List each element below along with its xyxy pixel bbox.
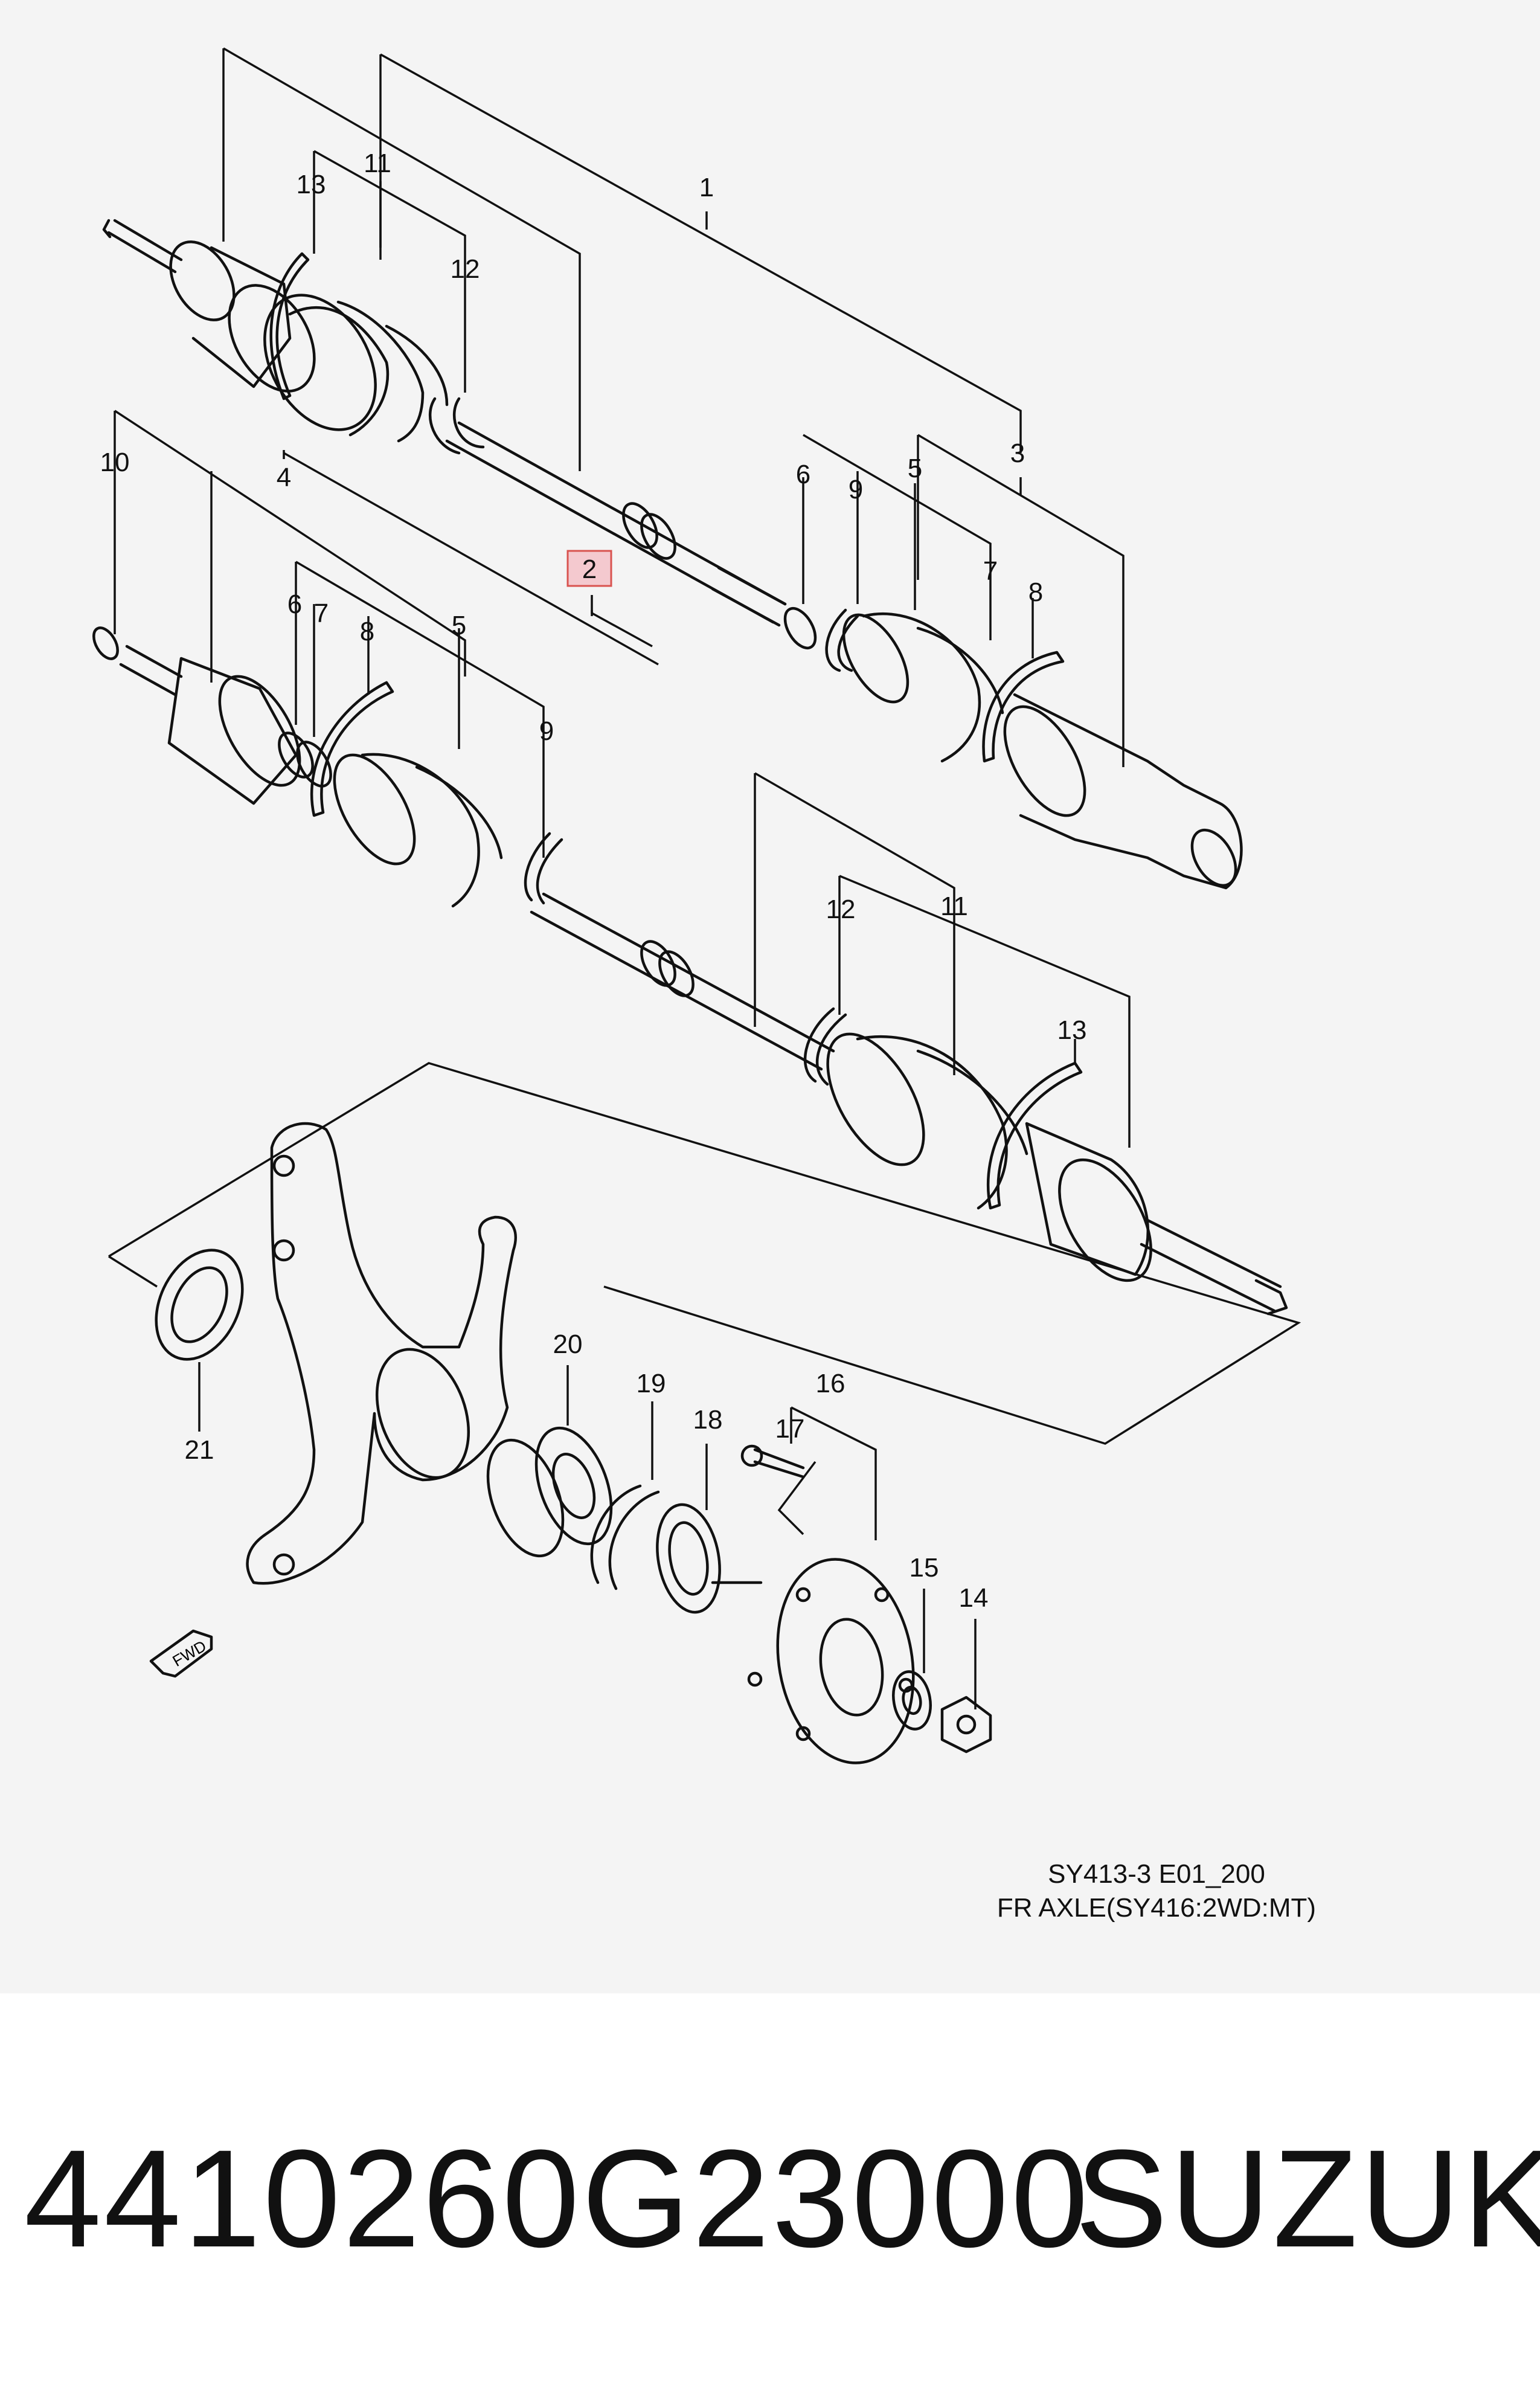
callout-8-lower: 8	[360, 617, 374, 646]
callout-3: 3	[1010, 439, 1025, 468]
callout-11-upper: 11	[364, 149, 391, 178]
drawing-title: FR AXLE(SY416:2WD:MT)	[996, 1893, 1317, 1923]
callout-2-highlight	[566, 550, 612, 587]
callout-6-upper: 6	[796, 460, 810, 489]
callout-4: 4	[277, 463, 291, 492]
callout-10: 10	[100, 448, 130, 477]
callout-16: 16	[816, 1369, 845, 1398]
callout-9-lower: 9	[539, 716, 554, 746]
brand-name: SUZUKI	[1075, 2121, 1540, 2276]
part-number: 4410260G23000	[24, 2121, 1091, 2276]
lower-drive-shaft	[92, 626, 1288, 1316]
drawing-caption: SY413-3 E01_200 FR AXLE(SY416:2WD:MT)	[987, 1857, 1326, 1925]
callout-2: 2	[582, 555, 597, 584]
callout-8-upper: 8	[1028, 577, 1043, 607]
callout-7-upper: 7	[983, 556, 998, 586]
callout-1: 1	[699, 173, 714, 202]
callout-5-lower: 5	[452, 611, 466, 640]
callout-21: 21	[185, 1435, 214, 1465]
callout-labels: 1 2 3 4 5 5 6 6 7 7 8 8 9 9 10 11 11 12 …	[100, 149, 1087, 1613]
upper-drive-shaft	[102, 219, 1243, 890]
drawing-code: SY413-3 E01_200	[1048, 1859, 1265, 1889]
fwd-arrow-icon: FWD	[149, 1629, 213, 1678]
callout-15: 15	[910, 1553, 939, 1583]
callout-17: 17	[775, 1414, 805, 1444]
callout-13-lower: 13	[1057, 1015, 1087, 1045]
callout-19: 19	[637, 1369, 666, 1398]
callout-12-upper: 12	[451, 254, 480, 284]
callout-12-lower: 12	[826, 895, 856, 924]
callout-5-upper: 5	[908, 454, 922, 483]
footer	[0, 1993, 1540, 2392]
callout-13-upper: 13	[297, 170, 326, 199]
callout-14: 14	[959, 1583, 989, 1613]
leader-lines	[108, 47, 1301, 1709]
callout-20: 20	[553, 1329, 583, 1359]
callout-9-upper: 9	[849, 475, 863, 504]
callout-11-lower: 11	[940, 892, 968, 921]
callout-7-lower: 7	[314, 599, 329, 628]
callout-6-lower: 6	[287, 590, 302, 619]
knuckle-hub-assembly	[155, 1122, 992, 1764]
callout-18: 18	[693, 1405, 723, 1435]
exploded-parts-diagram: FWD	[0, 0, 1540, 1993]
